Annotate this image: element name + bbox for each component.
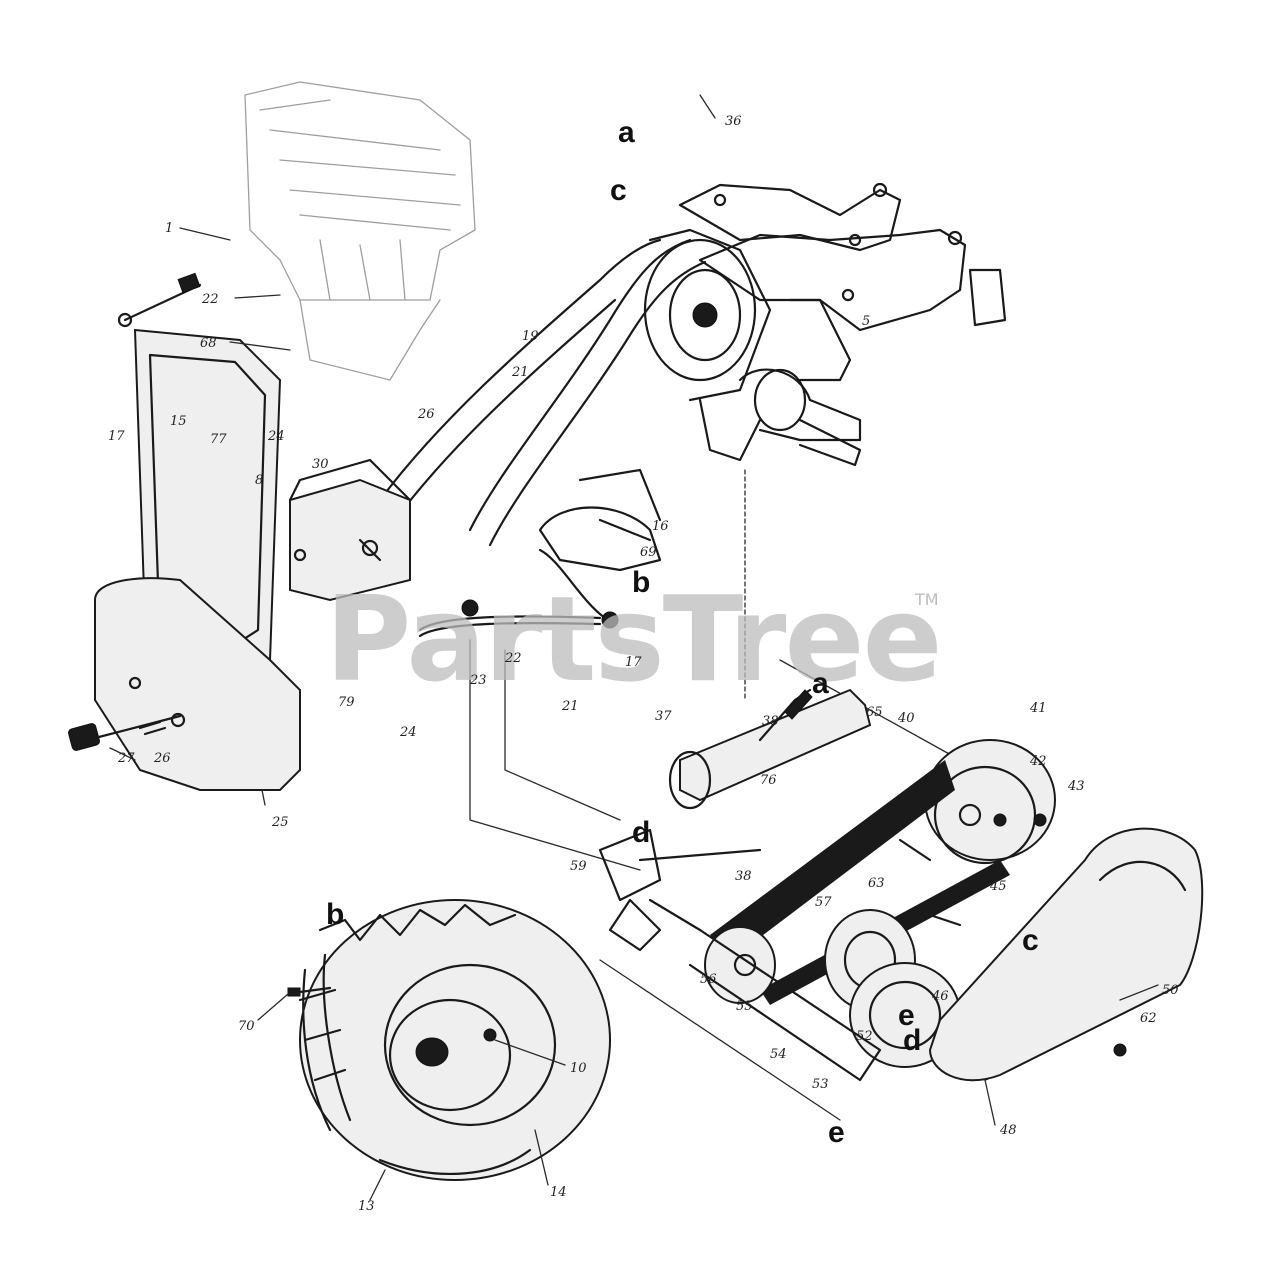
- tine-wheel: [298, 899, 611, 1181]
- front-shield-cover: [94, 328, 301, 791]
- part-number-label: 30: [312, 457, 329, 472]
- part-number-label: 65: [866, 705, 883, 720]
- part-number-label: 26: [417, 407, 435, 422]
- part-number-label: 26: [153, 751, 171, 766]
- part-number-label: 53: [812, 1077, 829, 1092]
- callout-b-mid: b: [632, 566, 650, 599]
- callout-b-wheel: b: [326, 898, 344, 931]
- part-number-label: 24: [267, 429, 285, 444]
- part-number-label: 38: [735, 869, 752, 884]
- pivot-bolt: [117, 272, 202, 328]
- callout-e-bottom: e: [828, 1116, 845, 1149]
- part-number-label: 76: [760, 773, 777, 788]
- part-number-label: 79: [338, 695, 355, 710]
- part-number-label: 22: [504, 651, 522, 666]
- part-number-label: 59: [570, 859, 587, 874]
- part-number-label: 42: [1029, 754, 1047, 769]
- part-number-label: 56: [700, 972, 717, 987]
- callout-d-mid: d: [632, 816, 650, 849]
- part-number-label: 19: [522, 329, 539, 344]
- part-number-label: 23: [469, 673, 487, 688]
- gearbox-pulley-assembly: [643, 228, 862, 467]
- part-number-label: 14: [550, 1185, 567, 1200]
- part-number-label: 62: [1140, 1011, 1157, 1026]
- part-number-label: 41: [1029, 701, 1047, 716]
- part-number-label: 24: [399, 725, 417, 740]
- part-number-label: 17: [625, 655, 642, 670]
- part-number-label: 21: [561, 699, 579, 714]
- part-number-label: 21: [511, 365, 529, 380]
- part-number-label: 36: [725, 114, 742, 129]
- part-number-label: 45: [989, 879, 1007, 894]
- frame-handle-tube: [378, 238, 707, 547]
- part-number-label: 40: [897, 711, 915, 726]
- upper-frame-plates: [678, 182, 1007, 382]
- part-number-label: 57: [815, 895, 832, 910]
- part-number-label: 17: [108, 429, 125, 444]
- part-number-label: 8: [255, 473, 263, 488]
- part-number-label: 38: [762, 714, 779, 729]
- number-leaders: [109, 94, 1159, 1201]
- part-number-label: 22: [201, 292, 219, 307]
- part-number-label: 46: [931, 989, 949, 1004]
- callout-d-low: d: [903, 1024, 921, 1057]
- part-number-label: 1: [165, 221, 173, 236]
- part-number-label: 63: [868, 876, 885, 891]
- part-number-label: 16: [652, 519, 669, 534]
- part-number-label: 43: [1067, 779, 1085, 794]
- control-cable: [418, 548, 619, 638]
- part-number-label: 10: [570, 1061, 587, 1076]
- leader-lines: [469, 469, 961, 1121]
- callout-a-top: a: [618, 116, 635, 149]
- part-number-label: 15: [170, 414, 187, 429]
- mount-bracket: [288, 458, 412, 602]
- callout-e-pulley: e: [898, 999, 915, 1032]
- part-number-label: 70: [238, 1019, 255, 1034]
- part-number-label: 37: [655, 709, 672, 724]
- engine-outline: [244, 81, 476, 381]
- mid-bracket: [538, 468, 662, 572]
- part-number-label: 5: [862, 314, 870, 329]
- part-number-label: 69: [640, 545, 657, 560]
- part-number-label: 25: [271, 815, 289, 830]
- part-number-label: 52: [856, 1029, 873, 1044]
- part-number-label: 77: [210, 432, 227, 447]
- part-number-label: 55: [736, 999, 753, 1014]
- wheel-bolt: [287, 986, 332, 997]
- part-number-label: 48: [999, 1123, 1017, 1138]
- cover-bolt: [68, 714, 182, 751]
- part-number-label: 27: [117, 751, 135, 766]
- part-number-label: 54: [770, 1047, 787, 1062]
- part-number-label: 68: [200, 336, 217, 351]
- trademark-text: TM: [914, 590, 939, 609]
- callout-a-mid: a: [812, 667, 829, 700]
- shift-arm-assembly: [598, 688, 872, 952]
- belt-guard: [928, 827, 1204, 1082]
- callout-c-right: c: [1022, 924, 1039, 957]
- part-number-label: 13: [358, 1199, 375, 1214]
- callout-c-top: c: [610, 174, 627, 207]
- watermark-text: PartsTree: [325, 570, 941, 708]
- part-number-label: 50: [1162, 983, 1179, 998]
